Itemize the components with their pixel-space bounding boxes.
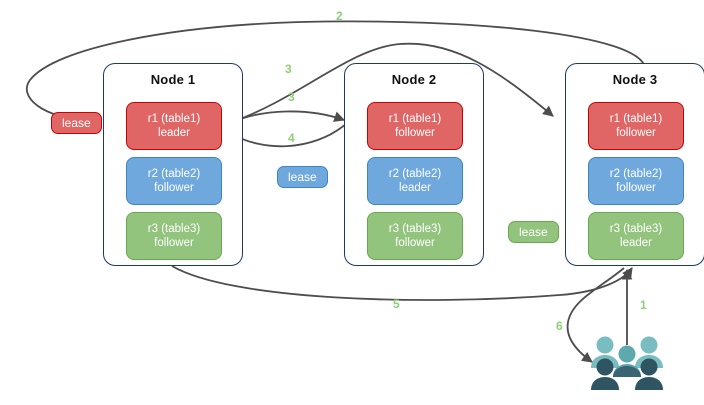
replica-node2-r2[interactable]: r2 (table2) leader (367, 157, 463, 205)
replica-role: leader (158, 127, 190, 139)
replica-name: r3 (table3) (609, 223, 663, 235)
edge-5-path (171, 265, 633, 301)
replica-name: r2 (table2) (147, 168, 201, 180)
replica-role: leader (399, 182, 431, 194)
lease-badge-green[interactable]: lease (508, 221, 559, 243)
replica-name: r1 (table1) (147, 113, 201, 125)
edge-label-5: 5 (393, 297, 400, 311)
replica-role: follower (395, 237, 435, 249)
replica-role: follower (395, 127, 435, 139)
replica-name: r3 (table3) (388, 223, 442, 235)
replica-node3-r3[interactable]: r3 (table3) leader (588, 212, 684, 260)
node-title-node2: Node 2 (391, 72, 437, 87)
replica-node2-r3[interactable]: r3 (table3) follower (367, 212, 463, 260)
edge-label-3b: 3 (288, 90, 295, 104)
node-title-node1: Node 1 (150, 72, 196, 87)
edge-label-3a: 3 (285, 62, 292, 76)
replica-name: r2 (table2) (388, 168, 442, 180)
replica-name: r1 (table1) (388, 113, 442, 125)
replica-name: r2 (table2) (609, 168, 663, 180)
replica-role: follower (154, 182, 194, 194)
people-icon (591, 336, 663, 390)
replica-node1-r1[interactable]: r1 (table1) leader (126, 102, 222, 150)
edge-label-6: 6 (556, 319, 563, 333)
replica-node2-r1[interactable]: r1 (table1) follower (367, 102, 463, 150)
lease-badge-red[interactable]: lease (51, 112, 102, 134)
replica-node3-r1[interactable]: r1 (table1) follower (588, 102, 684, 150)
edge-label-2: 2 (336, 9, 343, 23)
replica-node1-r3[interactable]: r3 (table3) follower (126, 212, 222, 260)
edge-label-1: 1 (640, 298, 647, 312)
node-box-node3[interactable]: Node 3 r1 (table1) follower r2 (table2) … (565, 63, 704, 266)
replica-name: r1 (table1) (609, 113, 663, 125)
edge-3-lower-path (227, 110, 346, 125)
replica-role: leader (620, 237, 652, 249)
edge-label-4: 4 (288, 131, 295, 145)
replica-name: r3 (table3) (147, 223, 201, 235)
lease-badge-blue[interactable]: lease (277, 166, 328, 188)
replica-role: follower (154, 237, 194, 249)
node-box-node2[interactable]: Node 2 r1 (table1) follower r2 (table2) … (344, 63, 484, 266)
replica-node1-r2[interactable]: r2 (table2) follower (126, 157, 222, 205)
replica-node3-r2[interactable]: r2 (table2) follower (588, 157, 684, 205)
node-box-node1[interactable]: Node 1 r1 (table1) leader r2 (table2) fo… (103, 63, 243, 266)
node-title-node3: Node 3 (612, 72, 658, 87)
replica-role: follower (616, 182, 656, 194)
replica-role: follower (616, 127, 656, 139)
